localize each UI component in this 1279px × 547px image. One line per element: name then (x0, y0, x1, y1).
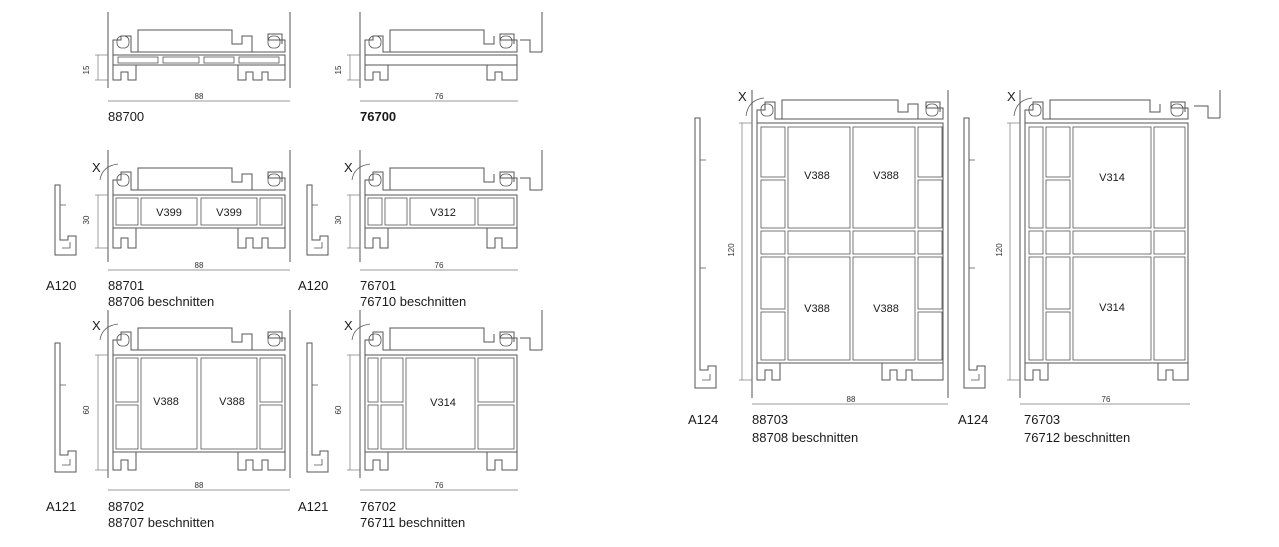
profile-drawing (99, 310, 291, 478)
profile-note: 88708 beschnitten (752, 430, 858, 445)
insert-label: V399 (216, 207, 242, 219)
side-profile-drawing (306, 184, 329, 256)
width-label: 88 (195, 481, 204, 490)
width-label: 88 (195, 92, 204, 101)
height-dimension: 60 (334, 354, 360, 471)
detail-marker-x: X (1007, 89, 1016, 104)
height-label: 30 (334, 215, 343, 224)
height-label: 120 (727, 243, 736, 257)
profile-note: 76710 beschnitten (360, 294, 466, 309)
section-88703: X (688, 89, 949, 445)
width-dimension: 76 (1020, 395, 1190, 405)
width-label: 76 (1102, 395, 1111, 404)
section-88700: 15 88 88700 (82, 12, 291, 124)
profile-note: 88706 beschnitten (108, 294, 214, 309)
section-76703: X (958, 89, 1221, 445)
profile-drawing (99, 150, 291, 262)
width-dimension: 88 (108, 481, 290, 491)
profile-code: 88700 (108, 109, 144, 124)
width-label: 76 (435, 92, 444, 101)
side-profile-drawing (963, 117, 986, 389)
detail-marker-x: X (92, 318, 101, 333)
width-dimension: 88 (752, 395, 948, 405)
insert-label: V312 (430, 207, 456, 219)
height-label: 15 (334, 65, 343, 74)
section-76700: 15 76 76700 (334, 12, 543, 124)
detail-marker-x: X (738, 89, 747, 104)
profile-code: 76701 (360, 278, 396, 293)
insert-label: V314 (430, 397, 456, 409)
width-label: 76 (435, 481, 444, 490)
width-dimension: 76 (360, 92, 518, 102)
height-label: 60 (82, 405, 91, 414)
profile-code: 88701 (108, 278, 144, 293)
section-76702: X V314 (298, 310, 543, 530)
width-dimension: 88 (108, 261, 290, 271)
profile-code: 76703 (1024, 412, 1060, 427)
insert-label: V388 (804, 170, 830, 182)
side-profile-drawing (54, 184, 77, 256)
height-label: 30 (82, 215, 91, 224)
height-label: 120 (995, 243, 1004, 257)
profile-drawing (107, 12, 291, 88)
height-label: 60 (334, 405, 343, 414)
profile-note: 76712 beschnitten (1024, 430, 1130, 445)
accessory-code: A120 (46, 278, 76, 293)
insert-label: V388 (153, 396, 179, 408)
section-76701: X V312 30 (298, 150, 543, 309)
insert-label: V399 (156, 207, 182, 219)
insert-label: V388 (873, 303, 899, 315)
height-dimension: 30 (82, 194, 108, 249)
profile-drawing (351, 150, 543, 262)
height-dimension: 30 (334, 194, 360, 249)
insert-label: V388 (804, 303, 830, 315)
side-profile-drawing (694, 117, 717, 389)
accessory-code: A124 (688, 412, 718, 427)
detail-marker-x: X (92, 160, 101, 175)
height-dimension: 60 (82, 354, 108, 471)
profile-drawing (745, 90, 949, 398)
side-profile-drawing (54, 342, 77, 473)
height-dimension: 15 (82, 54, 108, 81)
side-profile-drawing (306, 342, 329, 473)
width-label: 76 (435, 261, 444, 270)
height-dimension: 15 (334, 54, 360, 81)
width-dimension: 88 (108, 92, 290, 102)
accessory-code: A120 (298, 278, 328, 293)
insert-label: V314 (1099, 302, 1125, 314)
profile-code: 76700 (360, 109, 396, 124)
width-dimension: 76 (360, 261, 518, 271)
section-88702: X V388 V388 60 (46, 310, 291, 530)
width-label: 88 (195, 261, 204, 270)
height-label: 15 (82, 65, 91, 74)
section-88701: X V399 V399 30 (46, 150, 291, 309)
height-dimension: 120 (727, 122, 752, 381)
insert-label: V388 (219, 396, 245, 408)
accessory-code: A121 (298, 499, 328, 514)
profile-drawing (1013, 90, 1221, 398)
profile-code: 88702 (108, 499, 144, 514)
detail-marker-x: X (344, 160, 353, 175)
detail-marker-x: X (344, 318, 353, 333)
height-dimension: 120 (995, 122, 1020, 381)
profile-note: 76711 beschnitten (360, 515, 465, 530)
insert-label: V314 (1099, 172, 1125, 184)
profile-code: 88703 (752, 412, 788, 427)
profile-drawing (351, 310, 543, 478)
profile-drawing (359, 12, 543, 88)
accessory-code: A121 (46, 499, 76, 514)
profile-code: 76702 (360, 499, 396, 514)
width-dimension: 76 (360, 481, 518, 491)
width-label: 88 (847, 395, 856, 404)
insert-label: V388 (873, 170, 899, 182)
accessory-code: A124 (958, 412, 988, 427)
profile-note: 88707 beschnitten (108, 515, 214, 530)
